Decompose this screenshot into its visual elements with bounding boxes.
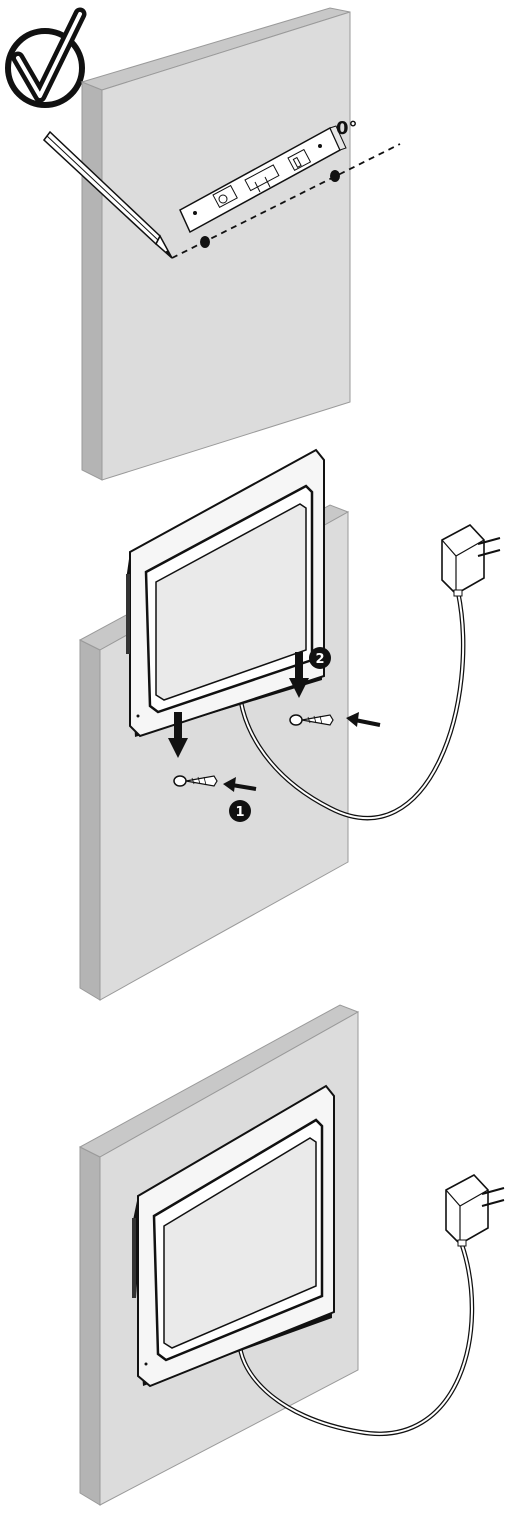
svg-text:2: 2 bbox=[315, 652, 324, 667]
drill-mark-right bbox=[330, 170, 340, 182]
checkmark-icon bbox=[5, 7, 87, 108]
wall bbox=[80, 7, 351, 481]
angle-label: 0° bbox=[336, 118, 358, 139]
panel-mark-holes: 0° bbox=[5, 7, 401, 481]
arrow-icon bbox=[289, 652, 309, 698]
screw-icon bbox=[289, 714, 334, 726]
step-badge-2: 2 bbox=[309, 647, 331, 669]
pencil-icon bbox=[42, 130, 173, 259]
screw-icon bbox=[173, 775, 218, 787]
level-line bbox=[171, 143, 401, 259]
monitor bbox=[132, 1084, 335, 1388]
monitor bbox=[126, 448, 325, 738]
arrow-icon bbox=[346, 712, 381, 727]
drill-mark-left bbox=[200, 236, 210, 248]
power-adapter-icon bbox=[441, 524, 501, 597]
spirit-level-icon bbox=[179, 125, 347, 234]
step-badge-1: 1 bbox=[229, 800, 251, 822]
power-adapter-icon bbox=[445, 1174, 505, 1247]
arrow-icon bbox=[168, 712, 188, 758]
panel-installed bbox=[78, 1004, 505, 1506]
svg-text:1: 1 bbox=[235, 805, 244, 820]
panel-hang-monitor: 1 2 bbox=[78, 448, 501, 1001]
arrow-icon bbox=[223, 777, 257, 792]
